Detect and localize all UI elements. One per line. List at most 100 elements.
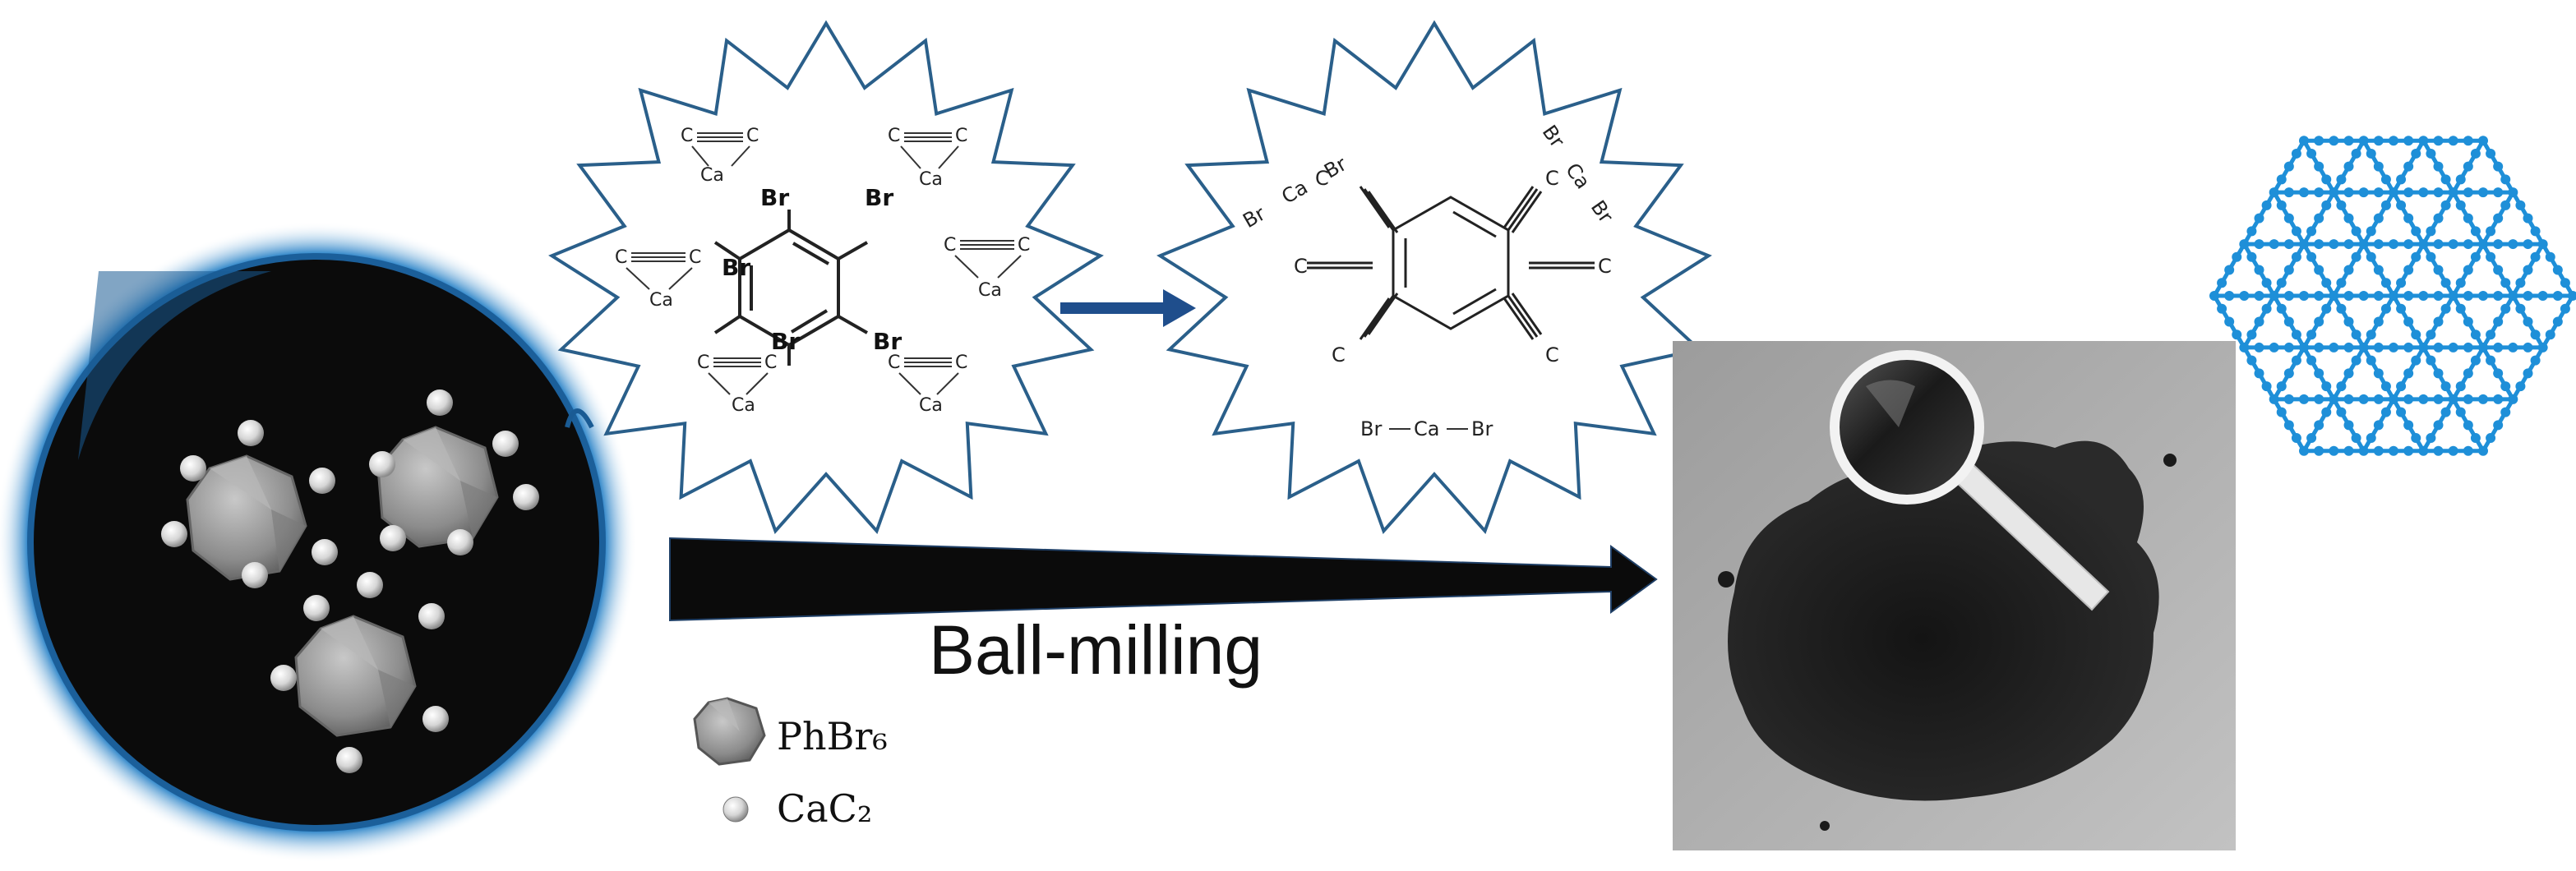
- network-atom: [2321, 200, 2332, 210]
- network-atom: [2299, 291, 2309, 301]
- network-atom: [2291, 433, 2301, 444]
- network-atom: [2373, 239, 2384, 250]
- network-atom: [2463, 368, 2473, 379]
- cac2-unit: C C Ca: [697, 353, 777, 416]
- network-atom: [2433, 445, 2444, 456]
- network-atom: [2515, 381, 2526, 392]
- network-atom: [2224, 265, 2235, 275]
- network-atom: [2440, 278, 2451, 288]
- black-powder-pile: [1728, 440, 2159, 801]
- phbr6-cluster-3: [270, 572, 449, 773]
- network-atom: [2515, 303, 2526, 314]
- network-atom: [2418, 187, 2429, 198]
- network-atom: [2358, 239, 2369, 250]
- network-atom: [2403, 265, 2414, 275]
- network-atom: [2523, 265, 2533, 275]
- network-atom: [2433, 394, 2444, 404]
- network-atom: [2321, 381, 2332, 392]
- svg-text:Ca: Ca: [1414, 417, 1439, 440]
- network-atom: [2343, 265, 2354, 275]
- network-atom: [2314, 368, 2324, 379]
- network-atom: [2358, 187, 2369, 198]
- c-label: C: [1332, 343, 1346, 366]
- network-atom: [2343, 316, 2354, 327]
- network-atom: [2493, 239, 2504, 250]
- c-label: C: [1315, 167, 1329, 190]
- network-atom: [2455, 174, 2466, 185]
- network-atom: [2545, 251, 2555, 262]
- network-atom: [2373, 342, 2384, 353]
- network-atom: [2306, 251, 2317, 262]
- network-atom: [2478, 394, 2488, 404]
- network-atom: [2343, 136, 2354, 146]
- network-atom: [2283, 316, 2294, 327]
- network-atom: [2366, 251, 2376, 262]
- network-atom: [2343, 368, 2354, 379]
- network-atom: [2343, 161, 2354, 172]
- legend-cac2: CaC₂: [722, 786, 872, 831]
- cac2-unit: C C Ca: [888, 126, 967, 190]
- svg-text:Ca: Ca: [700, 165, 724, 186]
- network-atom: [2493, 187, 2504, 198]
- ball-milling-arrow: [669, 537, 1658, 622]
- network-atom: [2560, 278, 2570, 288]
- network-atom: [2329, 394, 2339, 404]
- network-atom: [2373, 420, 2384, 431]
- network-atom: [2523, 213, 2533, 224]
- network-atom: [2403, 445, 2414, 456]
- network-atom: [2373, 187, 2384, 198]
- network-atom: [2440, 303, 2451, 314]
- network-atom: [2351, 433, 2361, 444]
- network-atom: [2314, 265, 2324, 275]
- network-atom: [2537, 291, 2548, 301]
- network-atom: [2329, 445, 2339, 456]
- network-atom: [2493, 420, 2504, 431]
- network-atom: [2291, 330, 2301, 340]
- network-atom: [2306, 433, 2317, 444]
- network-atom: [2358, 136, 2369, 146]
- network-atom: [2493, 265, 2504, 275]
- network-atom: [2433, 161, 2444, 172]
- network-atom: [2448, 291, 2458, 301]
- network-atom: [2314, 342, 2324, 353]
- network-atom: [2373, 316, 2384, 327]
- svg-text:C: C: [888, 353, 900, 373]
- network-atom: [2433, 420, 2444, 431]
- network-atom: [2336, 278, 2347, 288]
- network-atom: [2314, 213, 2324, 224]
- svg-text:C: C: [764, 353, 777, 373]
- network-atom: [2493, 368, 2504, 379]
- network-atom: [2389, 445, 2398, 456]
- network-atom: [2411, 330, 2421, 340]
- network-atom: [2329, 342, 2339, 353]
- network-atom: [2232, 251, 2242, 262]
- network-atom: [2500, 303, 2511, 314]
- network-atom: [2389, 394, 2398, 404]
- network-atom: [2283, 239, 2294, 250]
- legend-cac2-label: CaC₂: [777, 786, 872, 831]
- network-atom: [2478, 291, 2488, 301]
- network-atom: [2500, 278, 2511, 288]
- network-atom: [2261, 200, 2272, 210]
- svg-text:C: C: [697, 353, 709, 373]
- network-atom: [2389, 187, 2398, 198]
- br-ca-br-bridge: Br Ca Br: [1360, 417, 1493, 440]
- network-atom: [2343, 239, 2354, 250]
- network-atom: [2321, 174, 2332, 185]
- svg-text:C: C: [689, 247, 701, 268]
- network-atom: [2269, 291, 2279, 301]
- network-atom: [2283, 265, 2294, 275]
- network-atom: [2403, 342, 2414, 353]
- network-atom: [2508, 342, 2518, 353]
- network-atom: [2486, 355, 2496, 366]
- network-atom: [2314, 394, 2324, 404]
- br-label: Br: [873, 328, 902, 355]
- network-atom: [2523, 239, 2533, 250]
- network-atom: [2463, 291, 2473, 301]
- network-atom: [2403, 420, 2414, 431]
- network-atom: [2433, 136, 2444, 146]
- network-atom: [2269, 187, 2279, 198]
- network-atom: [2291, 148, 2301, 159]
- phbr6-cluster-2: [369, 389, 539, 555]
